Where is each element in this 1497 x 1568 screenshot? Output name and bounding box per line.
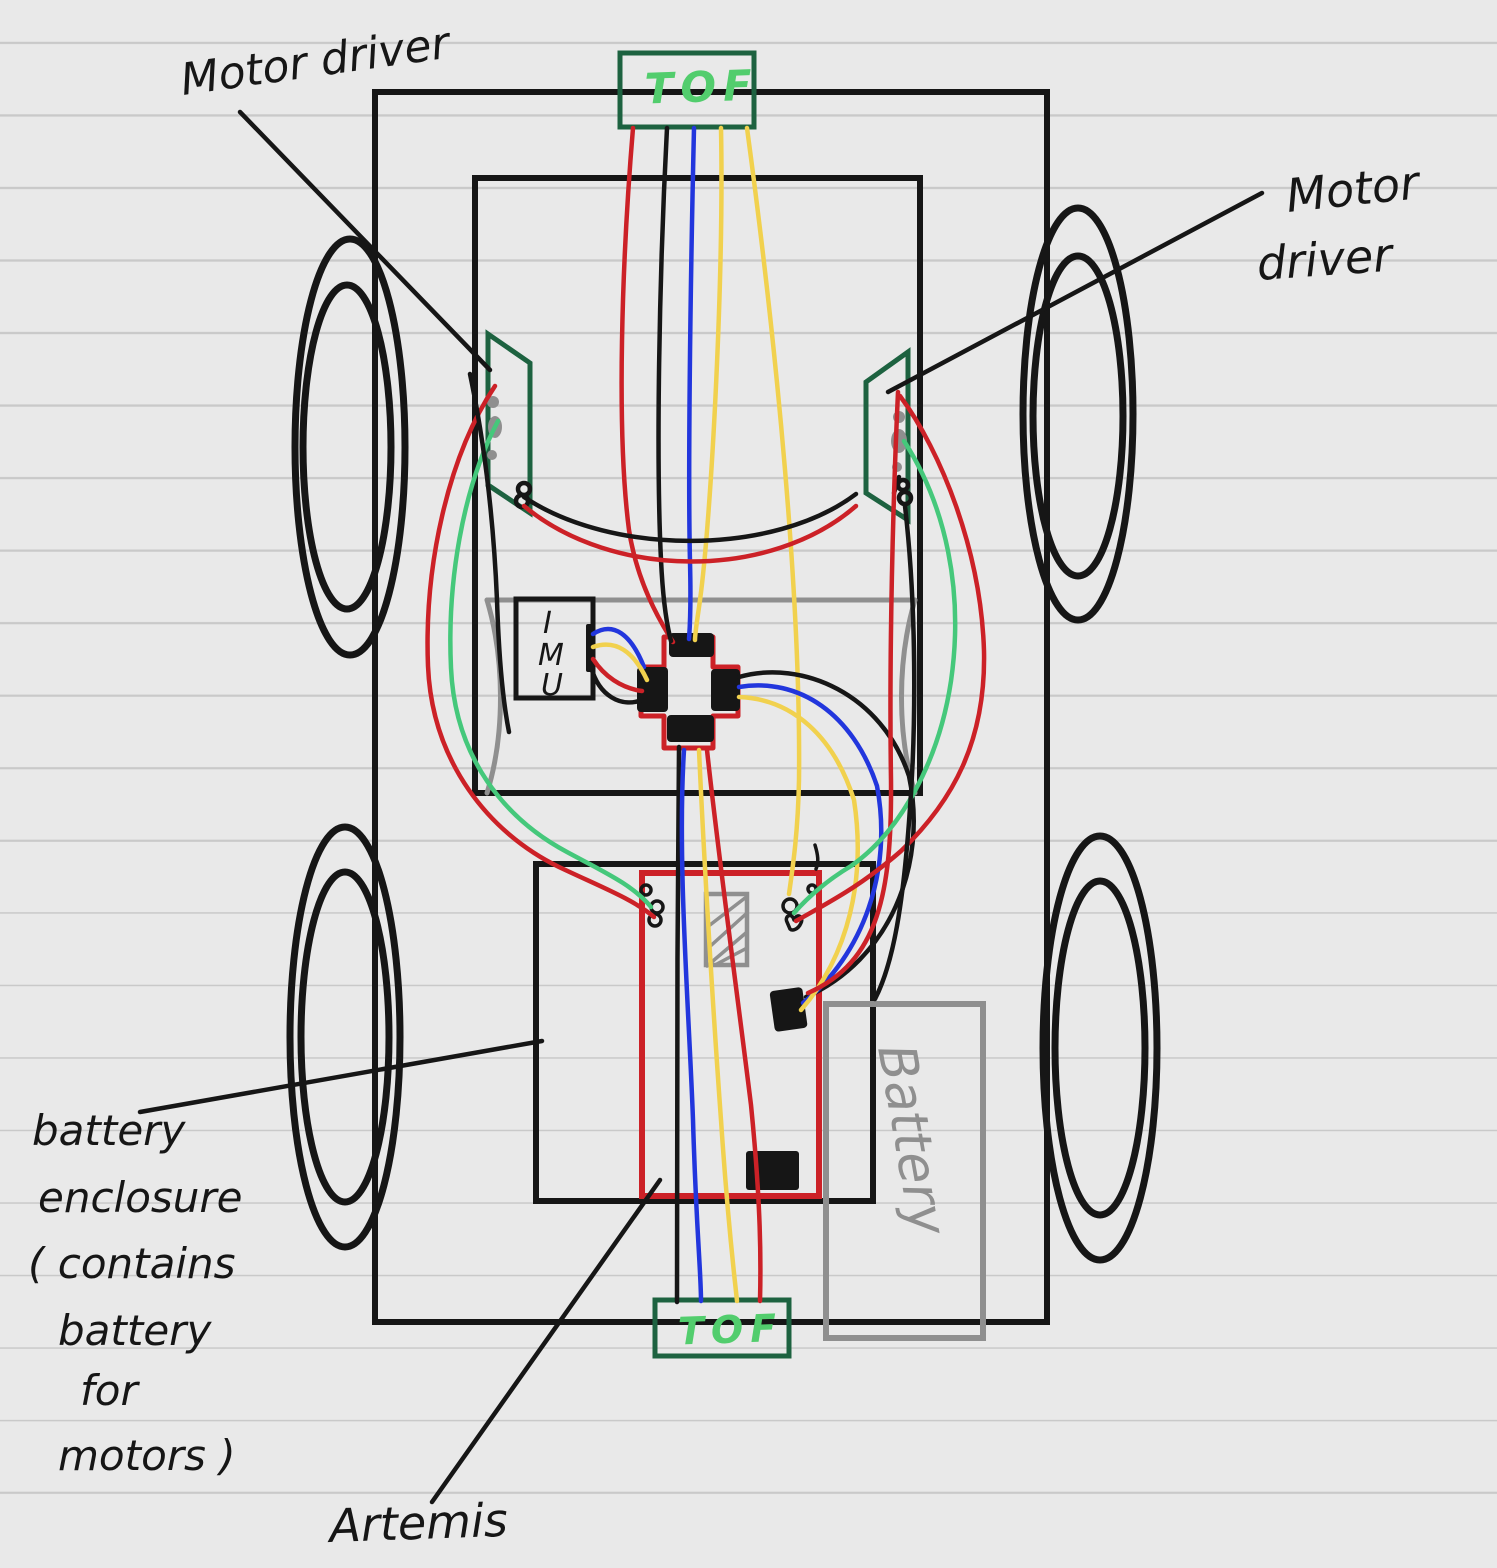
wire-stub-black [813, 843, 820, 871]
qwiic-port-bottom [667, 715, 714, 742]
wire-tof-front-blue [686, 125, 697, 642]
qwiic-port-top [669, 633, 714, 657]
imu-module: I M U [513, 596, 596, 703]
wire-imu-red [590, 656, 645, 694]
motor-driver-right [863, 347, 914, 525]
wheel-front-right [1019, 204, 1137, 624]
wire-md-right-green-arc [791, 438, 958, 916]
qwiic-cross-hub [637, 633, 741, 751]
wire-rear-red [704, 747, 763, 1304]
wire-tof-front-black [656, 125, 674, 644]
wire-center-black-vertical [674, 744, 682, 1305]
imu-letter-2: M [538, 638, 564, 673]
battery-box [823, 1001, 986, 1341]
wire-imu-black [588, 664, 645, 705]
front-deck-outline [472, 175, 923, 796]
svg-text:( contains: ( contains [28, 1239, 236, 1288]
wire-tof-front-yellow-long [744, 125, 802, 897]
wire-md-left-red-arc [425, 383, 657, 920]
wire-bundle-blue [736, 683, 884, 1006]
label-motor-driver-right-1: Motor [1284, 155, 1425, 223]
label-battery-enclosure: battery enclosure ( contains battery for… [28, 1106, 243, 1480]
chassis-outline [372, 89, 1050, 1325]
tof-sensor-front: TOF [617, 50, 760, 130]
wire-rear-blue [679, 747, 704, 1304]
wire-imu-blue [590, 626, 647, 670]
wire-rear-yellow [696, 747, 740, 1304]
artemis-board-outline [639, 870, 822, 1199]
wheel-rear-left [286, 823, 404, 1251]
imu-letter-3: U [541, 668, 563, 703]
imu-letter-1: I [543, 606, 552, 641]
wheel-front-left [291, 235, 409, 659]
svg-text:battery: battery [32, 1106, 186, 1155]
leader-battery-enclosure [137, 1038, 545, 1115]
svg-text:enclosure: enclosure [38, 1173, 243, 1222]
tof-rear-label: TOF [677, 1306, 784, 1354]
artemis-header-left [639, 883, 665, 928]
wire-tof-front-yellow [692, 125, 724, 643]
leader-artemis [429, 1177, 663, 1505]
wheel-rear-right [1039, 832, 1161, 1264]
wire-md-left-green-arc [448, 418, 654, 910]
motor-driver-left [485, 329, 533, 518]
leader-motor-driver-right [885, 190, 1265, 395]
label-motor-driver-right-2: driver [1255, 227, 1397, 291]
wire-md-to-md-black [521, 491, 859, 544]
annotation-lines [137, 109, 1265, 1505]
wire-bundle-yellow [736, 694, 860, 1013]
svg-text:for: for [80, 1366, 140, 1415]
wire-md-right-red-arc [793, 393, 987, 924]
wire-bundle-black [736, 670, 916, 1000]
wire-md-right-to-battery [872, 503, 917, 1002]
leader-motor-driver-left [237, 109, 493, 373]
artemis-qwiic-connector [769, 987, 808, 1032]
wire-md-left-black [467, 371, 512, 735]
tof-front-label: TOF [644, 61, 760, 114]
tof-sensor-rear: TOF [652, 1297, 792, 1359]
wire-tof-front-red [619, 125, 676, 645]
svg-text:battery: battery [58, 1306, 212, 1355]
wire-bundle-red [805, 389, 901, 996]
wires [425, 125, 987, 1305]
qwiic-port-right [711, 669, 740, 711]
svg-text:motors ): motors ) [58, 1431, 236, 1480]
wire-imu-yellow [590, 642, 650, 683]
wire-md-to-md-red [521, 503, 859, 564]
label-artemis: Artemis [326, 1493, 509, 1553]
label-battery: Battery [865, 1040, 958, 1241]
